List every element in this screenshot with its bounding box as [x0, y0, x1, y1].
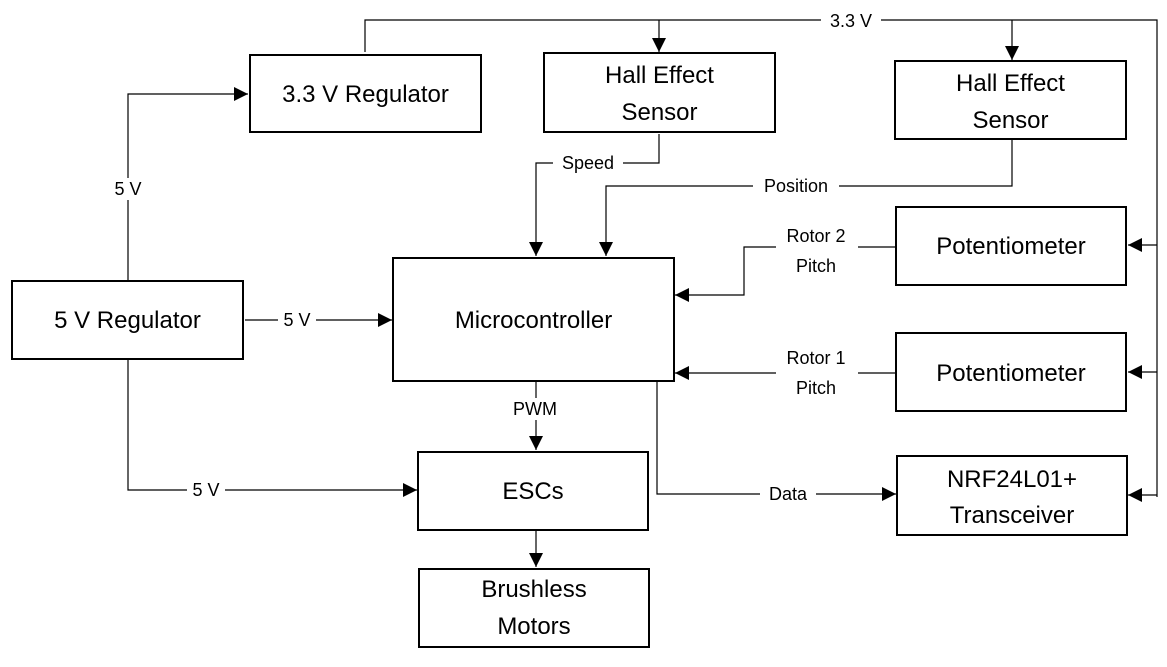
block-hall-sensor-speed-line2: Sensor — [621, 99, 697, 126]
block-5v-regulator: 5 V Regulator — [11, 280, 244, 360]
block-brushless-motors: Brushless Motors — [418, 568, 650, 648]
label-rotor2-line2: Pitch — [796, 256, 836, 276]
block-potentiometer-rotor2: Potentiometer — [895, 206, 1127, 286]
label-speed: Speed — [562, 153, 614, 173]
label-5v-reg33: 5 V — [114, 179, 141, 199]
label-data: Data — [769, 484, 808, 504]
block-hall-sensor-speed: Hall Effect Sensor — [543, 52, 776, 133]
block-hall-sensor-position: Hall Effect Sensor — [894, 60, 1127, 140]
label-5v-esc: 5 V — [192, 480, 219, 500]
block-escs: ESCs — [417, 451, 649, 531]
label-rotor2-line1: Rotor 2 — [786, 226, 845, 246]
block-5v-regulator-label: 5 V Regulator — [54, 307, 201, 334]
block-3v3-regulator-label: 3.3 V Regulator — [282, 81, 449, 108]
block-escs-label: ESCs — [502, 478, 563, 505]
block-brushless-motors-line1: Brushless — [481, 576, 586, 603]
block-potentiometer-rotor1: Potentiometer — [895, 332, 1127, 412]
block-potentiometer-rotor1-label: Potentiometer — [936, 360, 1085, 387]
block-hall-sensor-position-line2: Sensor — [972, 107, 1048, 134]
block-brushless-motors-line2: Motors — [497, 613, 570, 640]
label-5v-mcu: 5 V — [283, 310, 310, 330]
label-rotor1-line2: Pitch — [796, 378, 836, 398]
block-3v3-regulator: 3.3 V Regulator — [249, 54, 482, 133]
wire-5v-to-esc — [121, 346, 417, 497]
label-position: Position — [764, 176, 828, 196]
wire-labels: 3.3 V 5 V 5 V 5 V Speed Position Rotor 2… — [110, 10, 881, 505]
label-3v3-rail: 3.3 V — [830, 11, 872, 31]
block-nrf-transceiver: NRF24L01+ Transceiver — [896, 455, 1128, 536]
wire-data — [656, 382, 896, 501]
block-hall-sensor-speed-line1: Hall Effect — [605, 62, 714, 89]
block-hall-sensor-position-line1: Hall Effect — [956, 70, 1065, 97]
block-microcontroller: Microcontroller — [392, 257, 675, 382]
block-potentiometer-rotor2-label: Potentiometer — [936, 233, 1085, 260]
block-nrf-transceiver-line1: NRF24L01+ — [947, 466, 1077, 493]
label-pwm: PWM — [513, 399, 557, 419]
block-microcontroller-label: Microcontroller — [455, 307, 612, 334]
label-rotor1-line1: Rotor 1 — [786, 348, 845, 368]
block-nrf-transceiver-line2: Transceiver — [950, 502, 1074, 529]
wire-5v-to-reg33 — [127, 87, 248, 280]
rail-33v — [364, 19, 1158, 497]
